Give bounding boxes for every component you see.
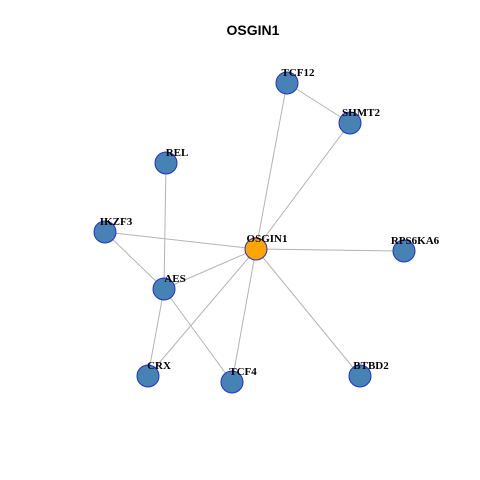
node-shmt2 xyxy=(338,111,362,135)
node-tcf4 xyxy=(220,370,244,394)
edge-osgin1-ikzf3 xyxy=(104,231,257,250)
edge-tcf12-shmt2 xyxy=(286,82,351,124)
node-crx xyxy=(136,364,160,388)
node-aes xyxy=(152,277,176,301)
edge-aes-crx xyxy=(147,288,165,377)
edge-osgin1-aes xyxy=(163,248,257,290)
edge-osgin1-rps6ka6 xyxy=(255,248,405,252)
edge-osgin1-tcf12 xyxy=(255,82,288,250)
edge-rel-aes xyxy=(163,162,167,290)
node-tcf12 xyxy=(275,71,299,95)
node-label-rel: REL xyxy=(166,147,189,159)
node-label-crx: CRX xyxy=(147,360,171,372)
node-btbd2 xyxy=(348,364,372,388)
node-label-rps6ka6: RPS6KA6 xyxy=(391,235,440,247)
edge-aes-tcf4 xyxy=(163,288,233,383)
node-rps6ka6 xyxy=(392,239,416,263)
node-rel xyxy=(154,151,178,175)
node-osgin1 xyxy=(244,237,268,261)
diagram-title: OSGIN1 xyxy=(227,22,280,38)
edge-osgin1-btbd2 xyxy=(255,248,361,377)
edge-osgin1-crx xyxy=(147,248,257,377)
edge-osgin1-shmt2 xyxy=(255,122,351,250)
node-ikzf3 xyxy=(93,220,117,244)
node-label-tcf12: TCF12 xyxy=(282,67,316,79)
node-label-aes: AES xyxy=(164,273,185,285)
edges-layer xyxy=(104,82,405,383)
nodes-layer xyxy=(93,71,416,394)
node-label-tcf4: TCF4 xyxy=(229,366,257,378)
node-label-ikzf3: IKZF3 xyxy=(100,216,133,228)
node-label-shmt2: SHMT2 xyxy=(342,107,380,119)
edge-osgin1-tcf4 xyxy=(231,248,257,383)
node-label-osgin1: OSGIN1 xyxy=(247,233,288,245)
edge-ikzf3-aes xyxy=(104,231,165,290)
node-label-btbd2: BTBD2 xyxy=(353,360,389,372)
